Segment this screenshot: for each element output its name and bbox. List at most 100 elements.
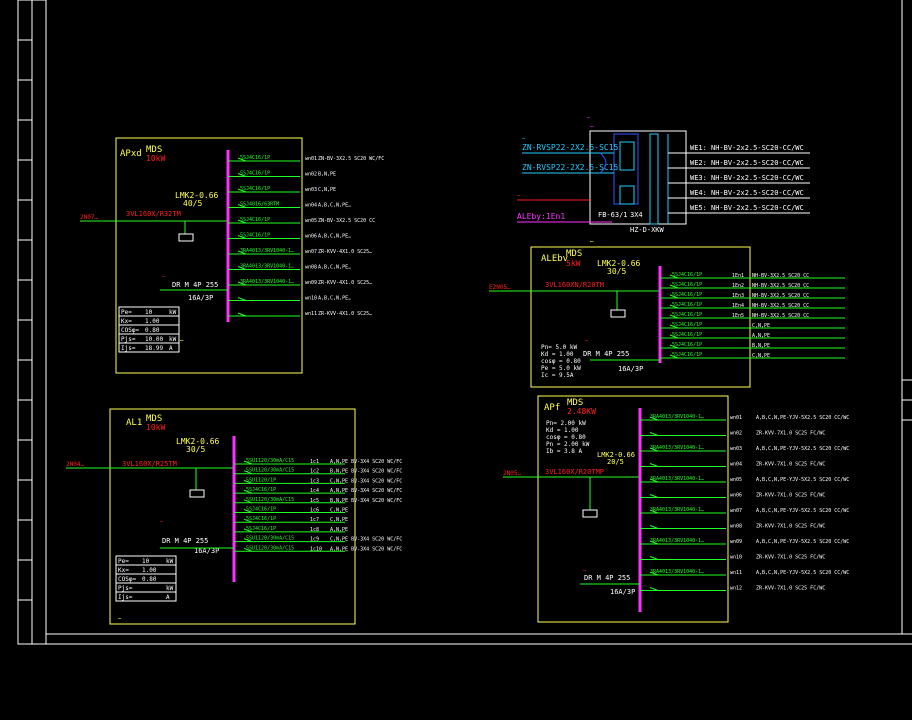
apf-dr-rating: 16A/3P [610, 588, 635, 596]
alebv-lmk-rating: 30/5 [607, 267, 626, 276]
wd-row-id: WE3: [690, 174, 707, 182]
apf-cable: A,B,C,N,PE-YJV-5X2.5 SC20 CC/WC [756, 508, 849, 514]
apf-circuit-id: wn06 [730, 493, 742, 499]
al1-mcb: 5SJ4C16/1P [246, 487, 276, 493]
apf-feed: 2N05… [503, 470, 521, 477]
apf-breaker-symbol [649, 571, 659, 576]
wd-row-cable: NH-BV-2x2.5-SC20-CC/WC [711, 144, 804, 152]
wd-source-label: … [522, 135, 525, 141]
al1-ptable-key: Pjs= [118, 585, 133, 592]
al1-power: 10kW [146, 423, 165, 432]
alebv-name: ALEbv [541, 254, 568, 264]
apf-circuit-id: wn09 [730, 539, 742, 545]
apxd-mds: MDS [146, 145, 162, 155]
apxd-circuit-id: wn07 [305, 249, 317, 255]
alebv-mcb: 5SJ4C16/1P [672, 282, 702, 288]
apxd-circuit-id: wn09 [305, 280, 317, 286]
alebv-breaker-symbol [669, 274, 679, 279]
apxd-cable: A,B,C,N,PE… [318, 203, 351, 209]
apf-circuit-id: wn04 [730, 462, 742, 468]
al1-ptable-border [115, 555, 177, 602]
al1-cable: A,N,PE BV-3X4 SC20 WC/FC [330, 488, 402, 494]
al1-breaker-symbol [243, 479, 253, 484]
apf-lmk: LMK2-0.66 [597, 451, 635, 459]
al1-breaker-symbol [243, 489, 253, 494]
al1-circuit-id: 1c5 [310, 498, 319, 504]
apf-circuit-id: wn10 [730, 555, 742, 561]
apxd-ptable-value: 10.00 [145, 336, 163, 343]
al1-mcb: 5SU1120/1P [246, 477, 276, 483]
apxd-cable: ZR-KVV-4X1.0 SC25… [318, 280, 372, 286]
wd-switch: FB-63/1 [598, 211, 628, 219]
alebv-feed: E2N05… [489, 284, 511, 291]
alebv-cable: NH-BV-3X2.5 SC20 CC [752, 293, 809, 299]
alebv-dr: DR M 4P 255 [583, 350, 629, 358]
alebv-meter [610, 309, 626, 318]
wd-row-cable: NH-BV-2x2.5-SC20-CC/WC [711, 174, 804, 182]
alebv-circuit-id: 1En3 [732, 293, 744, 299]
apf-breaker-symbol [649, 525, 659, 529]
apxd-breaker-symbol [237, 235, 247, 239]
al1-mcb: 5SU1120/30mA/C15 [246, 497, 294, 503]
apxd-ptable-key: Ijs= [121, 345, 136, 352]
al1-cable: C,N,PE [330, 508, 348, 514]
apxd-cable: ZN-BV-3X2.5 SC20 CC [318, 218, 375, 224]
apf-lmk-rating: 20/5 [607, 458, 624, 466]
apxd-cable: A,B,C,N,PE… [318, 234, 351, 240]
apxd-ptable-key: Pe= [121, 309, 132, 316]
alebv-cable: NH-BV-3X2.5 SC20 CC [752, 303, 809, 309]
al1-cable: A,N,PE [330, 527, 348, 533]
apf-mcb: 3RA4013/3RV1040-1… [650, 569, 704, 575]
alebv-cable: NH-BV-3X2.5 SC20 CC [752, 273, 809, 279]
al1-mcb: 5SU1120/30mA/C15 [246, 458, 294, 464]
apxd-breaker-symbol [237, 188, 247, 193]
wd-note-red: … [517, 192, 520, 198]
al1-cable: C,N,PE BV-3X4 SC20 WC/FC [330, 478, 402, 484]
wd-row-id: WE1: [690, 144, 707, 152]
alebv-frame [530, 246, 751, 388]
alebv-breaker-symbol [669, 354, 679, 359]
wd-row-cable: NH-BV-2x2.5-SC20-CC/WC [711, 189, 804, 197]
apxd-cable: ZR-KVV-4X1.0 SC25… [318, 249, 372, 255]
alebv-cable: C,N,PE [752, 323, 770, 329]
apf-dr: DR M 4P 255 [584, 574, 630, 582]
apxd-ptable-unit: A [169, 345, 173, 352]
apxd-lmk: LMK2-0.66 [175, 191, 219, 200]
wd-switch-rating: 3X4 [630, 211, 643, 219]
apxd-cable: C,N,PE [318, 187, 336, 193]
apf-frame [537, 395, 729, 623]
al1-ptable-value: 0.80 [142, 576, 157, 583]
apf-mcb: 3RA4013/3RV1040-1… [650, 507, 704, 513]
al1-breaker-symbol [243, 547, 253, 552]
apxd-power: 10kW [146, 154, 165, 163]
apxd-breaker-symbol [237, 204, 247, 208]
apxd-circuit-id: wn03 [305, 187, 317, 193]
al1-circuit-id: 1c4 [310, 488, 319, 494]
apf-circuit-id: wn02 [730, 431, 742, 437]
al1-mcb: 5SJ4C16/1P [246, 516, 276, 522]
apf-mcb: 3RA4013/3RV1040-1… [650, 414, 704, 420]
alebv-breaker-symbol [669, 334, 679, 339]
wd-title: … [590, 122, 594, 129]
al1-mcb: 5SJ4C16/1P [246, 507, 276, 513]
apxd-spd-label: … [162, 273, 165, 279]
apxd-cable: A,B,C,N,PE… [318, 265, 351, 271]
al1-breaker: 3VL160X/R25TM [122, 460, 177, 468]
apf-breaker-symbol [649, 494, 659, 498]
al1-breaker-symbol [243, 499, 253, 504]
al1-cable: C,N,PE BV-3X4 SC20 WC/FC [330, 537, 402, 543]
apxd-ptable-border [118, 306, 180, 353]
alebv-cable: B,N,PE [752, 343, 770, 349]
apf-power: 2.48KW [567, 407, 596, 416]
apxd-note: … [180, 336, 184, 343]
al1-circuit-id: 1c10 [310, 546, 322, 552]
apf-mcb: 3RA4013/3RV1040-1… [650, 476, 704, 482]
al1-cable: B,N,PE BV-3X4 SC20 WC/FC [330, 498, 402, 504]
apxd-breaker-symbol [237, 266, 247, 270]
al1-cable: A,N,PE BV-3X4 SC20 WC/FC [330, 546, 402, 552]
apxd-circuit-id: wn05 [305, 218, 317, 224]
